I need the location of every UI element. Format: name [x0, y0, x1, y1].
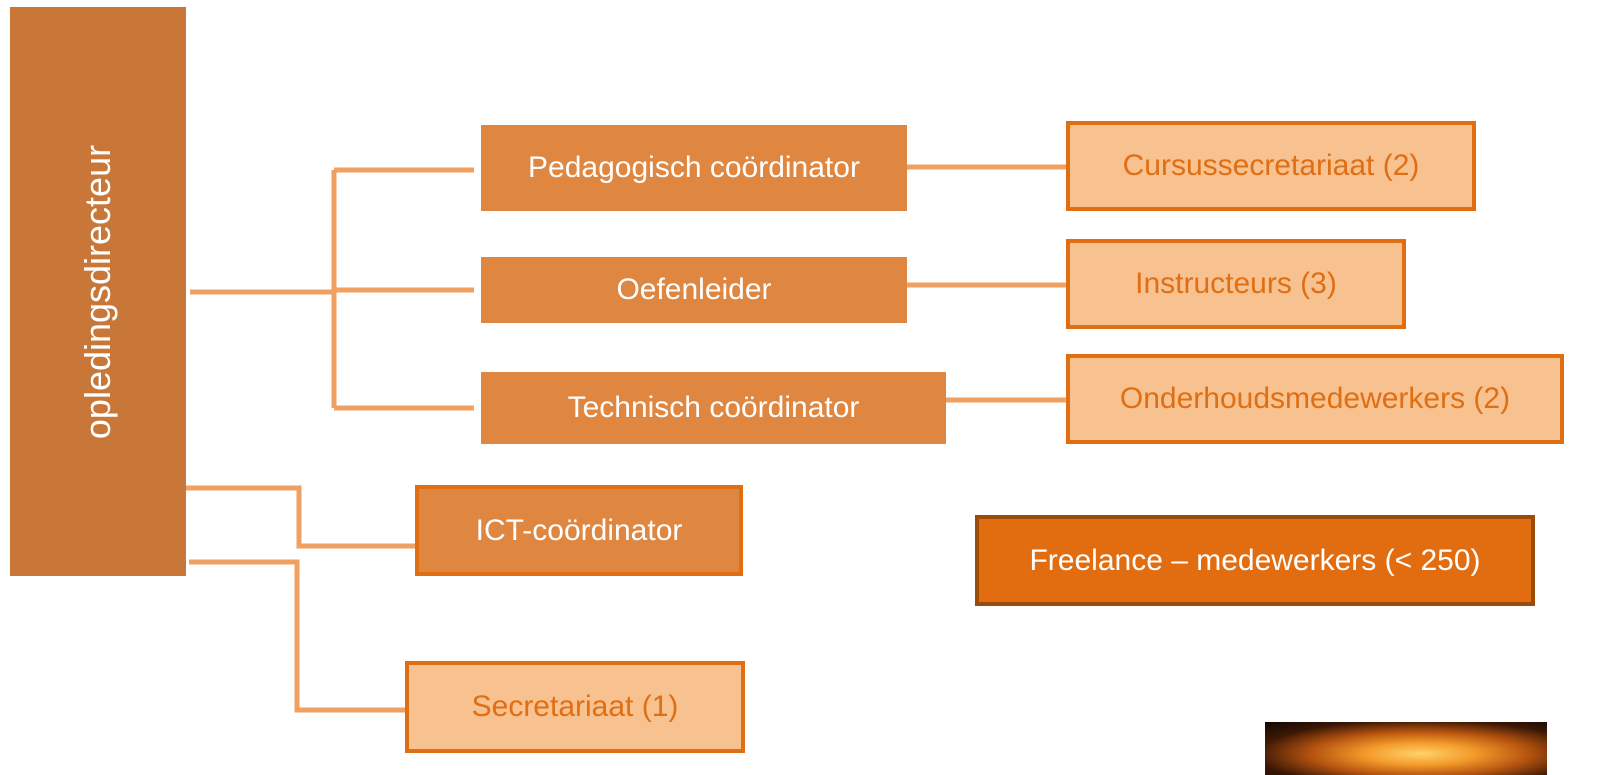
ict-coordinator-label: ICT-coördinator: [475, 513, 683, 547]
connector-director-secretariaat: [189, 559, 408, 713]
instructeurs-box: Instructeurs (3): [1066, 239, 1406, 329]
director-box: opledingsdirecteur: [10, 7, 186, 576]
cursussecretariaat-box: Cursussecretariaat (2): [1066, 121, 1476, 211]
freelance-label: Freelance – medewerkers (< 250): [1029, 543, 1481, 577]
oefenleider-box: Oefenleider: [481, 257, 907, 323]
pedagogisch-coordinator-box: Pedagogisch coördinator: [481, 125, 907, 211]
technisch-coordinator-box: Technisch coördinator: [481, 372, 946, 444]
fire-photo: [1265, 722, 1547, 775]
director-label: opledingsdirecteur: [77, 144, 118, 439]
secretariaat-box: Secretariaat (1): [405, 661, 745, 753]
oefenleider-label: Oefenleider: [616, 273, 772, 306]
onderhoudsmedewerkers-label: Onderhoudsmedewerkers (2): [1119, 382, 1511, 415]
instructeurs-label: Instructeurs (3): [1135, 267, 1337, 300]
freelance-box: Freelance – medewerkers (< 250): [975, 515, 1535, 606]
secretariaat-label: Secretariaat (1): [471, 690, 679, 723]
cursussecretariaat-label: Cursussecretariaat (2): [1122, 149, 1420, 182]
ict-coordinator-box: ICT-coördinator: [415, 485, 743, 576]
pedagogisch-coordinator-label: Pedagogisch coördinator: [528, 151, 860, 184]
connector-director-ict: [186, 485, 418, 549]
technisch-coordinator-label: Technisch coördinator: [567, 391, 860, 424]
onderhoudsmedewerkers-box: Onderhoudsmedewerkers (2): [1066, 354, 1564, 444]
